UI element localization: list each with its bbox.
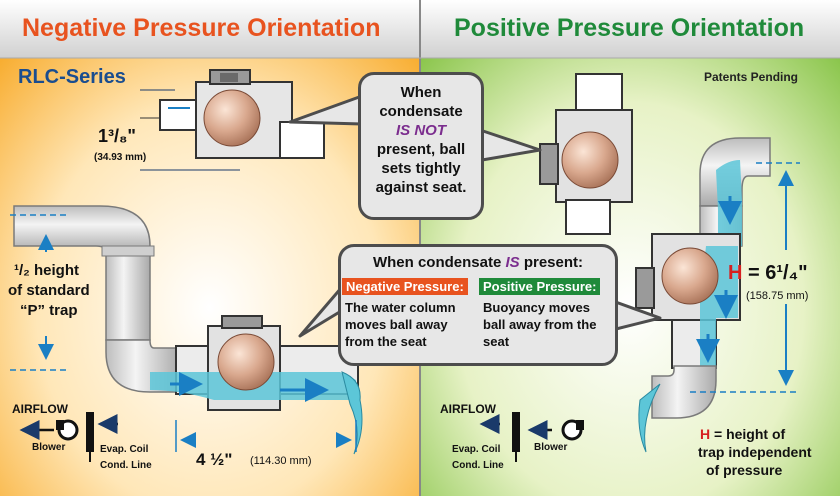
dim-bottom-value: 4 ½" (196, 450, 233, 469)
h-dim-symbol: H (728, 262, 743, 284)
callout-mid: When condensate IS present: Negative Pre… (338, 244, 618, 366)
p-trap-assembly (13, 205, 363, 455)
negative-line2: moves ball away (345, 317, 448, 332)
h-note-line3: of pressure (706, 462, 783, 478)
airflow-label-right: AIRFLOW (440, 402, 496, 416)
h-note-line1: H = height of (700, 426, 785, 442)
negative-line1: The water column (345, 300, 456, 315)
h-dim-label: H = 6¹/₄" (728, 262, 808, 285)
left-title: Negative Pressure Orientation (22, 14, 381, 42)
h-dim-value: = 6¹/₄" (748, 262, 808, 284)
positive-line2: ball away from the (483, 317, 597, 332)
rlc-unit-top-right (539, 73, 633, 235)
positive-pressure-text: Buoyancy moves ball away from the seat (483, 299, 596, 350)
vertical-trap-assembly (635, 137, 771, 453)
h-dim-metric: (158.75 mm) (746, 290, 809, 302)
half-height-line2: of standard (8, 282, 90, 299)
h-dimension (690, 162, 800, 393)
h-note-text1: = height of (714, 426, 786, 442)
half-height-line1: ¹/₂ height (14, 262, 79, 279)
blower-label-right: Blower (534, 442, 568, 453)
airflow-label-left: AIRFLOW (12, 402, 68, 416)
callout-top-line3: present, ball (376, 141, 466, 158)
positive-line1: Buoyancy moves (483, 300, 590, 315)
negative-line3: from the seat (345, 334, 427, 349)
dim-small-metric: (34.93 mm) (94, 152, 147, 163)
half-height-line3: “P” trap (20, 302, 78, 319)
h-note-line2: trap independent (698, 444, 812, 460)
callout-top-line5: against seat. (375, 179, 467, 196)
patents-label: Patents Pending (704, 70, 799, 84)
half-height-dimension (10, 214, 70, 371)
evap-coil-label-right: Evap. Coil (452, 444, 501, 455)
negative-pressure-label: Negative Pressure: (342, 278, 468, 295)
callout-top-emphasis: IS NOT (395, 122, 446, 139)
dim-bottom-metric: (114.30 mm) (250, 455, 312, 467)
airflow-legend-right (479, 412, 584, 462)
cond-line-label-left: Cond. Line (100, 460, 152, 471)
callout-mid-heading-emph: IS (505, 254, 520, 271)
dim-small-value: 1³/₈" (98, 126, 136, 146)
callout-top-line2: condensate (379, 103, 463, 120)
evap-coil-label-left: Evap. Coil (100, 444, 149, 455)
callout-mid-heading-post: present: (523, 254, 584, 271)
blower-label-left: Blower (32, 442, 66, 453)
positive-pressure-label: Positive Pressure: (479, 278, 601, 295)
rlc-unit-top-left (140, 69, 325, 171)
negative-pressure-text: The water column moves ball away from th… (345, 299, 456, 350)
callout-top-line4: sets tightly (381, 160, 461, 177)
bottom-dimension (175, 420, 357, 452)
positive-line3: seat (483, 334, 510, 349)
callout-top: When condensate IS NOT present, ball set… (358, 72, 484, 220)
h-note-symbol: H (700, 426, 711, 442)
callout-mid-heading-pre: When condensate (372, 254, 502, 271)
callout-mid-heading: When condensate IS present: (341, 247, 615, 271)
airflow-legend-left (19, 412, 118, 462)
right-title: Positive Pressure Orientation (454, 14, 805, 42)
cond-line-label-right: Cond. Line (452, 460, 504, 471)
series-label: RLC-Series (18, 66, 126, 88)
callout-top-line1: When (400, 84, 442, 101)
